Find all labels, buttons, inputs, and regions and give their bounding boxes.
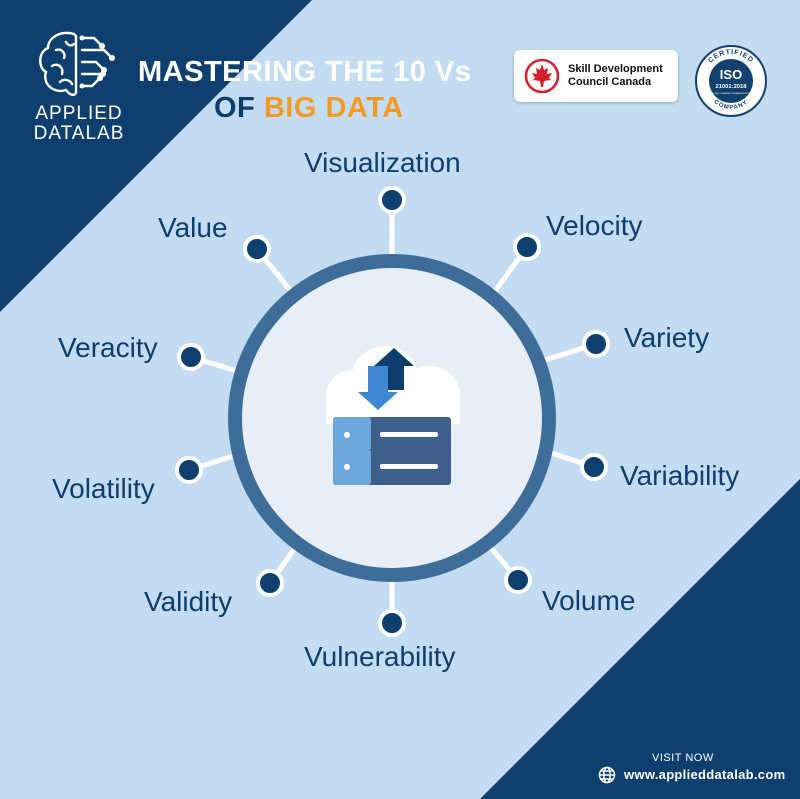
title-prefix: OF xyxy=(214,92,264,124)
bottom-right-triangle xyxy=(480,479,800,799)
maple-leaf-icon xyxy=(524,58,560,94)
label-veracity: Veracity xyxy=(58,332,158,363)
label-vulnerability: Vulnerability xyxy=(304,641,456,672)
node-vulnerability xyxy=(378,609,406,637)
node-validity xyxy=(256,569,284,597)
node-volatility xyxy=(175,456,203,484)
applied-datalab-logo: APPLIED DATALAB xyxy=(24,28,134,144)
title-line-1: MASTERING THE 10 Vs xyxy=(138,56,472,88)
website-link[interactable]: www.applieddatalab.com xyxy=(624,767,786,782)
top-left-triangle xyxy=(0,0,312,312)
node-variety xyxy=(582,330,610,358)
brain-circuit-icon xyxy=(39,31,115,96)
title-line-2: OF BIG DATA xyxy=(214,92,404,125)
visit-now-label: VISIT NOW xyxy=(652,752,714,764)
cloud-server-upload-download-icon xyxy=(326,346,460,485)
brand-line-1: APPLIED xyxy=(35,103,123,124)
node-variability xyxy=(580,453,608,481)
sdc-line-1: Skill Development xyxy=(568,63,663,75)
label-value: Value xyxy=(158,212,228,243)
iso-code: 21001:2018 xyxy=(716,84,748,90)
label-variety: Variety xyxy=(624,322,710,353)
svg-text:COMPANY: COMPANY xyxy=(713,99,750,111)
node-visualization xyxy=(378,186,406,214)
label-velocity: Velocity xyxy=(546,210,643,241)
iso-badge-text: ISO xyxy=(720,67,742,82)
iso-certified-badge: CERTIFIED COMPANY ISO 21001:2018 EDUCATI… xyxy=(695,45,767,117)
node-dots xyxy=(175,186,610,637)
sdc-line-2: Council Canada xyxy=(568,76,652,88)
label-validity: Validity xyxy=(144,586,233,617)
label-volatility: Volatility xyxy=(52,473,155,504)
node-veracity xyxy=(177,343,205,371)
brand-line-2: DATALAB xyxy=(33,123,125,144)
globe-icon xyxy=(598,766,616,784)
node-velocity xyxy=(513,233,541,261)
title-accent: BIG DATA xyxy=(263,92,404,124)
node-volume xyxy=(504,566,532,594)
label-visualization: Visualization xyxy=(304,147,461,178)
node-value xyxy=(243,235,271,263)
label-volume: Volume xyxy=(542,585,636,616)
iso-small-text: EDUCATIONAL ORGANIZATION MANAGEMENT SYST… xyxy=(706,92,757,95)
iso-company: COMPANY xyxy=(713,99,749,111)
label-variability: Variability xyxy=(620,460,740,491)
